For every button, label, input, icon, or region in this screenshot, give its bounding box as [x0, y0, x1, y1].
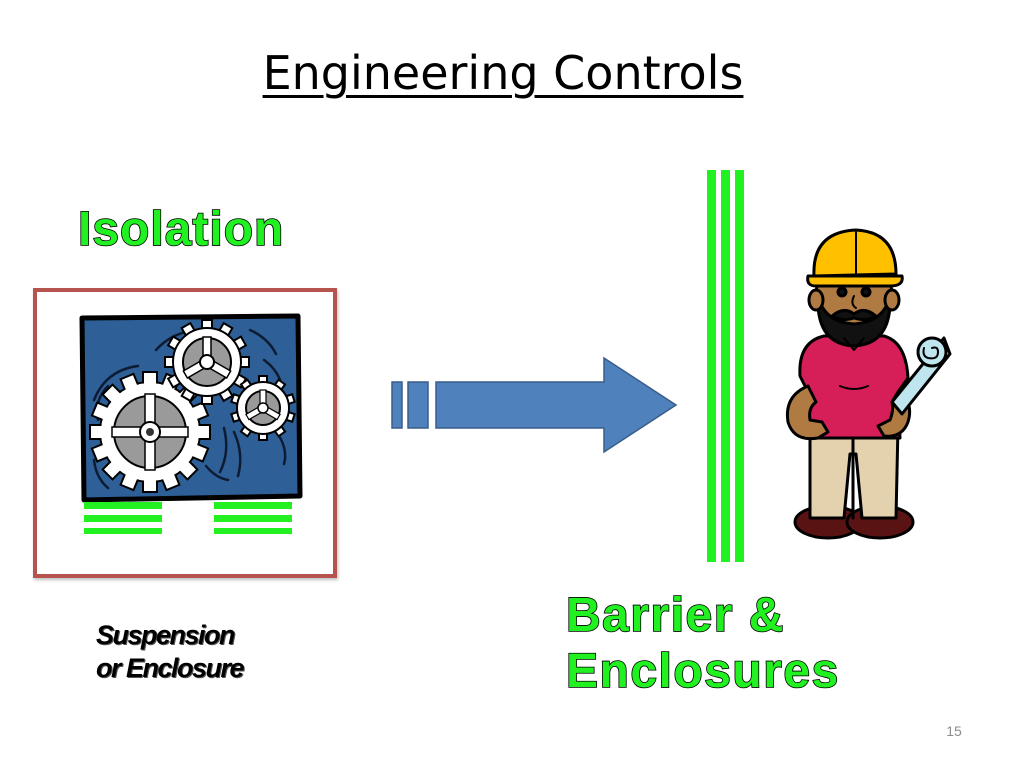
page-number: 15: [946, 723, 962, 739]
slide-title-text: Engineering Controls: [262, 46, 744, 100]
barrier-lines-icon: [707, 170, 744, 562]
barrier-heading-line2: Enclosures: [565, 644, 840, 699]
gears-machinery-icon: [79, 313, 303, 534]
isolation-caption-line1: Suspension: [96, 620, 236, 650]
barrier-heading: Barrier & Enclosures: [565, 588, 840, 700]
isolation-caption: Suspension or Enclosure: [96, 619, 245, 685]
barrier-heading-line1: Barrier &: [565, 588, 785, 643]
slide-title: Engineering Controls: [0, 38, 1006, 108]
isolation-heading: Isolation: [77, 202, 285, 257]
construction-worker-icon: [785, 228, 952, 540]
enclosure-frame: [33, 288, 337, 578]
isolation-caption-line2: or Enclosure: [96, 653, 245, 683]
right-arrow-icon: [391, 356, 678, 454]
